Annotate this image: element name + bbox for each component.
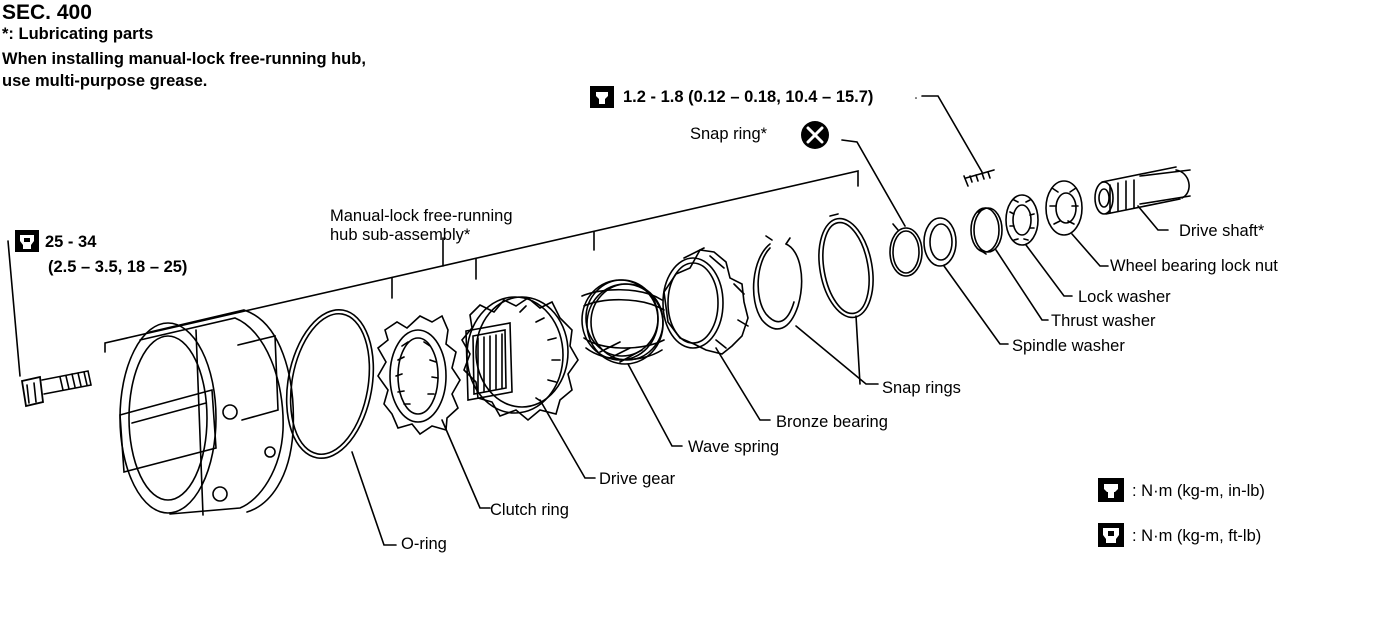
label-assembly-line2: hub sub-assembly* — [330, 226, 471, 244]
spindle-washer — [923, 217, 1009, 345]
torque-wrench-filled-icon — [590, 86, 614, 108]
label-wheel-bearing-lock-nut: Wheel bearing lock nut — [1110, 257, 1278, 275]
torque-spec-left-line2: (2.5 – 3.5, 18 – 25) — [48, 258, 188, 276]
legend-in-lb: : N·m (kg-m, in-lb) — [1132, 482, 1265, 500]
label-clutch-ring: Clutch ring — [490, 501, 569, 519]
label-lock-washer: Lock washer — [1078, 288, 1171, 306]
installation-note-line2: use multi-purpose grease. — [2, 72, 208, 90]
label-drive-shaft: Drive shaft* — [1179, 222, 1265, 240]
label-o-ring: O-ring — [401, 535, 447, 553]
thrust-washer — [970, 207, 1049, 321]
clutch-ring — [376, 314, 491, 509]
torque-spec-top: 1.2 - 1.8 (0.12 – 0.18, 10.4 – 15.7) — [623, 88, 874, 106]
section-number: SEC. 400 — [2, 1, 92, 24]
legend-torque-outline-icon — [1098, 523, 1124, 547]
legend-ft-lb: : N·m (kg-m, ft-lb) — [1132, 527, 1262, 545]
wave-spring — [581, 279, 683, 447]
bronze-bearing — [662, 247, 771, 421]
torque-spec-left-line1: 25 - 34 — [45, 233, 97, 251]
hub-body — [119, 309, 295, 516]
lubrication-note: *: Lubricating parts — [2, 25, 154, 43]
installation-note-line1: When installing manual-lock free-running… — [2, 50, 366, 68]
label-snap-rings: Snap rings — [882, 379, 961, 397]
snap-rings — [752, 213, 879, 385]
legend-torque-filled-icon — [1098, 478, 1124, 502]
do-not-reuse-icon — [801, 121, 829, 149]
assembly-bracket — [104, 169, 859, 353]
label-assembly-line1: Manual-lock free-running — [330, 207, 513, 225]
lock-washer — [1005, 194, 1073, 297]
hub-bolt — [7, 240, 92, 408]
label-thrust-washer: Thrust washer — [1051, 312, 1156, 330]
wheel-bearing-lock-nut — [1045, 180, 1109, 267]
label-wave-spring: Wave spring — [688, 438, 780, 456]
torque-wrench-outline-icon — [15, 230, 39, 252]
label-spindle-washer: Spindle washer — [1012, 337, 1125, 355]
set-screw — [921, 95, 995, 187]
label-bronze-bearing: Bronze bearing — [776, 413, 888, 431]
label-snap-ring-top: Snap ring* — [690, 125, 768, 143]
snap-ring-small — [841, 139, 923, 277]
label-drive-gear: Drive gear — [599, 470, 676, 488]
drive-gear — [461, 296, 596, 479]
o-ring — [285, 308, 397, 546]
drive-shaft — [1094, 166, 1191, 231]
